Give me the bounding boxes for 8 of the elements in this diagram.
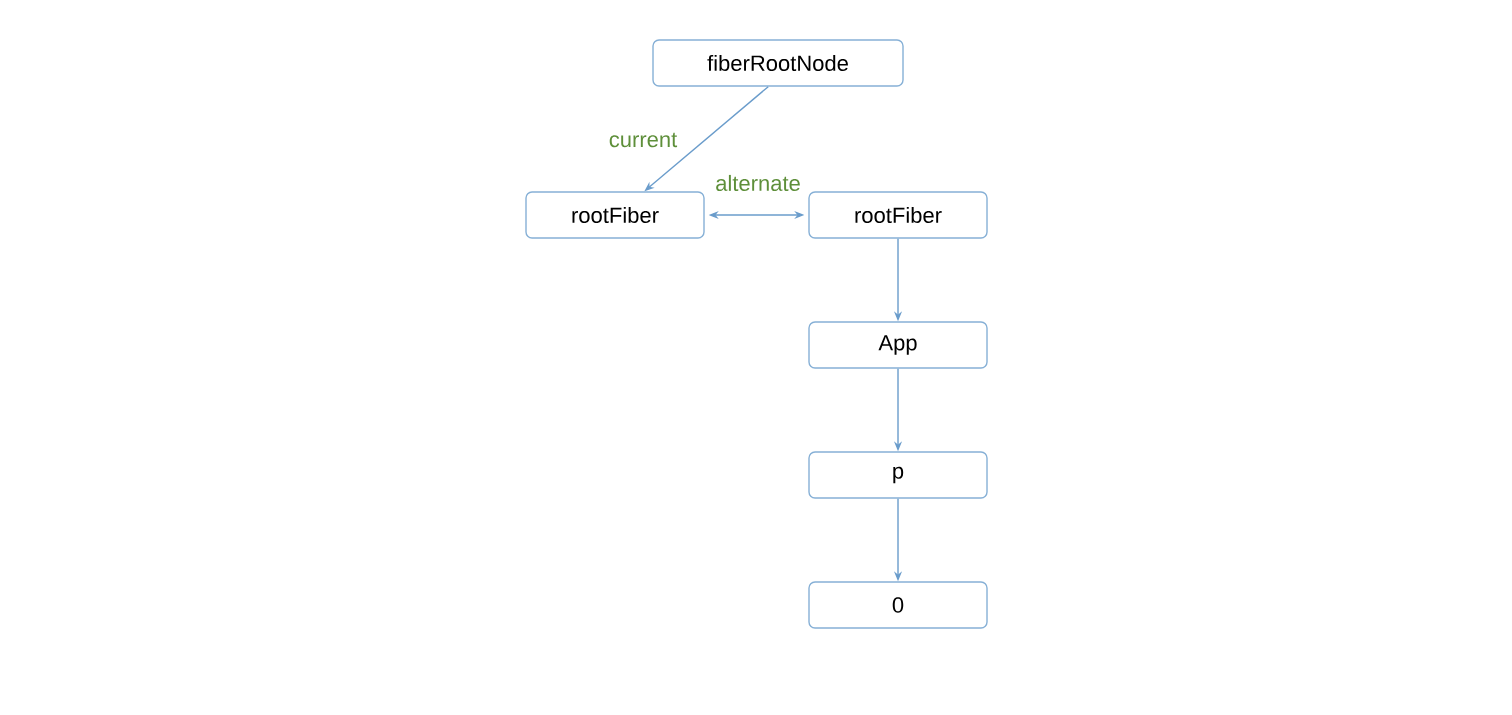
process-box: fiberRootNode <box>652 39 904 87</box>
process-box: rootFiber <box>525 191 705 239</box>
edge-label: current <box>606 130 680 150</box>
edge-label: alternate <box>713 172 803 194</box>
process-box: App <box>808 321 988 369</box>
process-box: 0 <box>808 581 988 629</box>
process-box: rootFiber <box>808 191 988 239</box>
process-box: p <box>808 451 988 499</box>
